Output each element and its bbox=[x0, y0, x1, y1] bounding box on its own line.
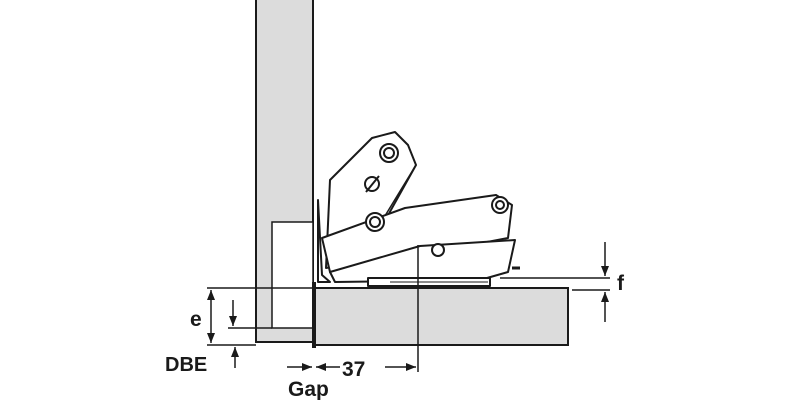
mounting-plate bbox=[271, 221, 314, 329]
label-37: 37 bbox=[342, 358, 365, 381]
label-e: e bbox=[190, 308, 202, 331]
hinge-cup bbox=[329, 239, 516, 283]
label-dbe: DBE bbox=[165, 354, 207, 376]
dimension-lines bbox=[207, 242, 610, 372]
label-f: f bbox=[617, 272, 625, 295]
door-panel bbox=[312, 282, 569, 348]
label-gap: Gap bbox=[288, 378, 329, 400]
cabinet-side-panel bbox=[255, 0, 314, 343]
hinge-pivot bbox=[431, 243, 445, 257]
hinge-plate-edge bbox=[317, 199, 331, 283]
hinge bbox=[317, 131, 520, 287]
